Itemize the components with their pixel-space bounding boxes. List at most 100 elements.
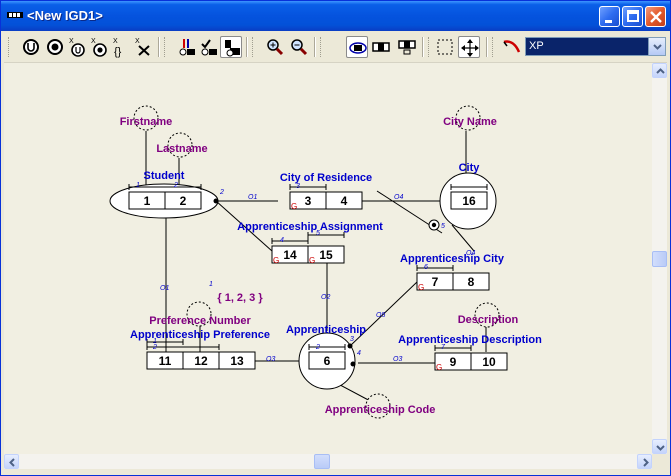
horizontal-scrollbar[interactable] bbox=[4, 454, 652, 469]
exclusion-tool-button[interactable] bbox=[44, 36, 66, 58]
zoom-in-button[interactable] bbox=[264, 36, 286, 58]
edge-appr-acity[interactable] bbox=[349, 281, 418, 347]
style-select-dropdown-button[interactable] bbox=[648, 38, 665, 55]
diagram-canvas[interactable]: 1 2 3 4 16 14 15 7 8 11 12 13 6 9 10 G G… bbox=[4, 63, 652, 454]
toolbar-grip[interactable] bbox=[428, 37, 432, 57]
edge-label: O5 bbox=[376, 312, 385, 319]
cell-student-1: 1 bbox=[144, 194, 151, 208]
role-label: 2 bbox=[173, 182, 178, 189]
igd-diagram[interactable]: 1 2 3 4 16 14 15 7 8 11 12 13 6 9 10 G G… bbox=[4, 63, 652, 454]
attribute-description-node[interactable] bbox=[474, 302, 500, 328]
cell-pref-13: 13 bbox=[230, 354, 244, 368]
split-shape-icon bbox=[398, 40, 416, 55]
scroll-down-button[interactable] bbox=[652, 439, 667, 454]
attribute-prefnum-node[interactable] bbox=[186, 301, 212, 327]
toolbar-separator bbox=[422, 37, 424, 57]
edge-label: O4 bbox=[466, 250, 475, 257]
scroll-right-button[interactable] bbox=[637, 454, 652, 469]
marquee-select-button[interactable] bbox=[434, 36, 456, 58]
cell-cor-4: 4 bbox=[341, 194, 348, 208]
scroll-left-button[interactable] bbox=[4, 454, 19, 469]
zoom-in-icon bbox=[267, 39, 284, 56]
label-apprenticeship-code: Apprenticeship Code bbox=[325, 404, 436, 416]
chevron-left-icon bbox=[9, 458, 15, 467]
edge-city-acity[interactable] bbox=[451, 224, 475, 252]
attribute-firstname-node[interactable] bbox=[133, 105, 159, 131]
label-description: Description bbox=[458, 314, 519, 326]
scroll-up-button[interactable] bbox=[652, 63, 667, 78]
edge-label: O2 bbox=[321, 294, 330, 301]
role-label: 1 bbox=[209, 281, 213, 288]
edge-label: O3 bbox=[266, 356, 275, 363]
exclusion-icon bbox=[47, 39, 63, 55]
role-label: 5 bbox=[441, 223, 445, 230]
union-tool-button[interactable] bbox=[20, 36, 42, 58]
style-tool-button[interactable] bbox=[501, 36, 523, 58]
label-apprenticeship: Apprenticeship bbox=[286, 324, 366, 336]
connect-tool-button[interactable] bbox=[176, 36, 198, 58]
connect-icon bbox=[179, 39, 195, 56]
toolbar-separator bbox=[314, 37, 316, 57]
toolbar-grip[interactable] bbox=[8, 37, 12, 57]
attribute-lastname-node[interactable] bbox=[167, 132, 193, 158]
horizontal-scroll-thumb[interactable] bbox=[314, 454, 330, 469]
cell-assign-14: 14 bbox=[283, 248, 297, 262]
toolbar-grip[interactable] bbox=[492, 37, 496, 57]
entity-shape-button[interactable] bbox=[346, 36, 368, 58]
close-button[interactable] bbox=[645, 6, 666, 27]
svg-text:{}: {} bbox=[114, 46, 122, 58]
toolbar-grip[interactable] bbox=[320, 37, 324, 57]
cell-acity-8: 8 bbox=[468, 275, 475, 289]
move-tool-button[interactable] bbox=[458, 36, 480, 58]
minimize-button[interactable] bbox=[599, 6, 620, 27]
role-label: 3 bbox=[296, 183, 300, 190]
svg-text:X: X bbox=[91, 38, 96, 45]
g-marker: G bbox=[418, 283, 424, 292]
minimize-icon bbox=[605, 20, 612, 23]
object-tool-button[interactable] bbox=[220, 36, 242, 58]
subset-exclusion-tool-button[interactable]: X bbox=[88, 36, 110, 58]
cor-cell-4[interactable] bbox=[325, 191, 363, 210]
rectangle-shape-button[interactable] bbox=[370, 36, 392, 58]
attribute-apprcode-node[interactable] bbox=[365, 393, 391, 419]
marquee-icon bbox=[437, 39, 453, 55]
toolbar-grip[interactable] bbox=[252, 37, 256, 57]
split-shape-button[interactable] bbox=[396, 36, 418, 58]
title-bar[interactable]: <New IGD1> bbox=[1, 1, 670, 31]
edge-student-assign[interactable] bbox=[215, 200, 273, 252]
cell-pref-11: 11 bbox=[159, 354, 172, 368]
attribute-cityname-node[interactable] bbox=[455, 105, 481, 131]
label-lastname: Lastname bbox=[156, 143, 207, 155]
maximize-button[interactable] bbox=[622, 6, 643, 27]
vertical-scroll-thumb[interactable] bbox=[652, 251, 667, 267]
label-city-of-residence: City of Residence bbox=[280, 172, 372, 184]
set-tool-button[interactable]: X{} bbox=[110, 36, 132, 58]
ellipse-shape-icon bbox=[349, 42, 367, 54]
check-icon bbox=[201, 39, 217, 56]
style-select[interactable]: XP bbox=[525, 37, 666, 56]
zoom-out-button[interactable] bbox=[288, 36, 310, 58]
window-title: <New IGD1> bbox=[27, 8, 103, 23]
vertical-scrollbar[interactable] bbox=[652, 63, 667, 454]
remove-constraint-icon: X bbox=[135, 38, 150, 56]
role-label: 7 bbox=[441, 344, 446, 351]
subset-union-tool-button[interactable]: X bbox=[66, 36, 88, 58]
role-label: 2 bbox=[152, 344, 157, 351]
label-preference-number: Preference Number bbox=[149, 315, 251, 327]
label-apprenticeship-description: Apprenticeship Description bbox=[398, 334, 542, 346]
remove-constraint-tool-button[interactable]: X bbox=[132, 36, 154, 58]
svg-text:X: X bbox=[113, 38, 118, 45]
g-marker: G bbox=[291, 202, 297, 211]
cell-acity-7: 7 bbox=[432, 275, 439, 289]
check-tool-button[interactable] bbox=[198, 36, 220, 58]
svg-text:X: X bbox=[69, 38, 74, 45]
cell-appr-6: 6 bbox=[324, 354, 331, 368]
style-brush-icon bbox=[503, 40, 521, 53]
role-label: 5 bbox=[316, 230, 320, 237]
edge-label: O1 bbox=[248, 194, 257, 201]
cell-city-16: 16 bbox=[462, 194, 476, 208]
role-label: 4 bbox=[280, 237, 284, 244]
toolbar-separator bbox=[486, 37, 488, 57]
toolbar-grip[interactable] bbox=[164, 37, 168, 57]
edge-label: O3 bbox=[393, 356, 402, 363]
